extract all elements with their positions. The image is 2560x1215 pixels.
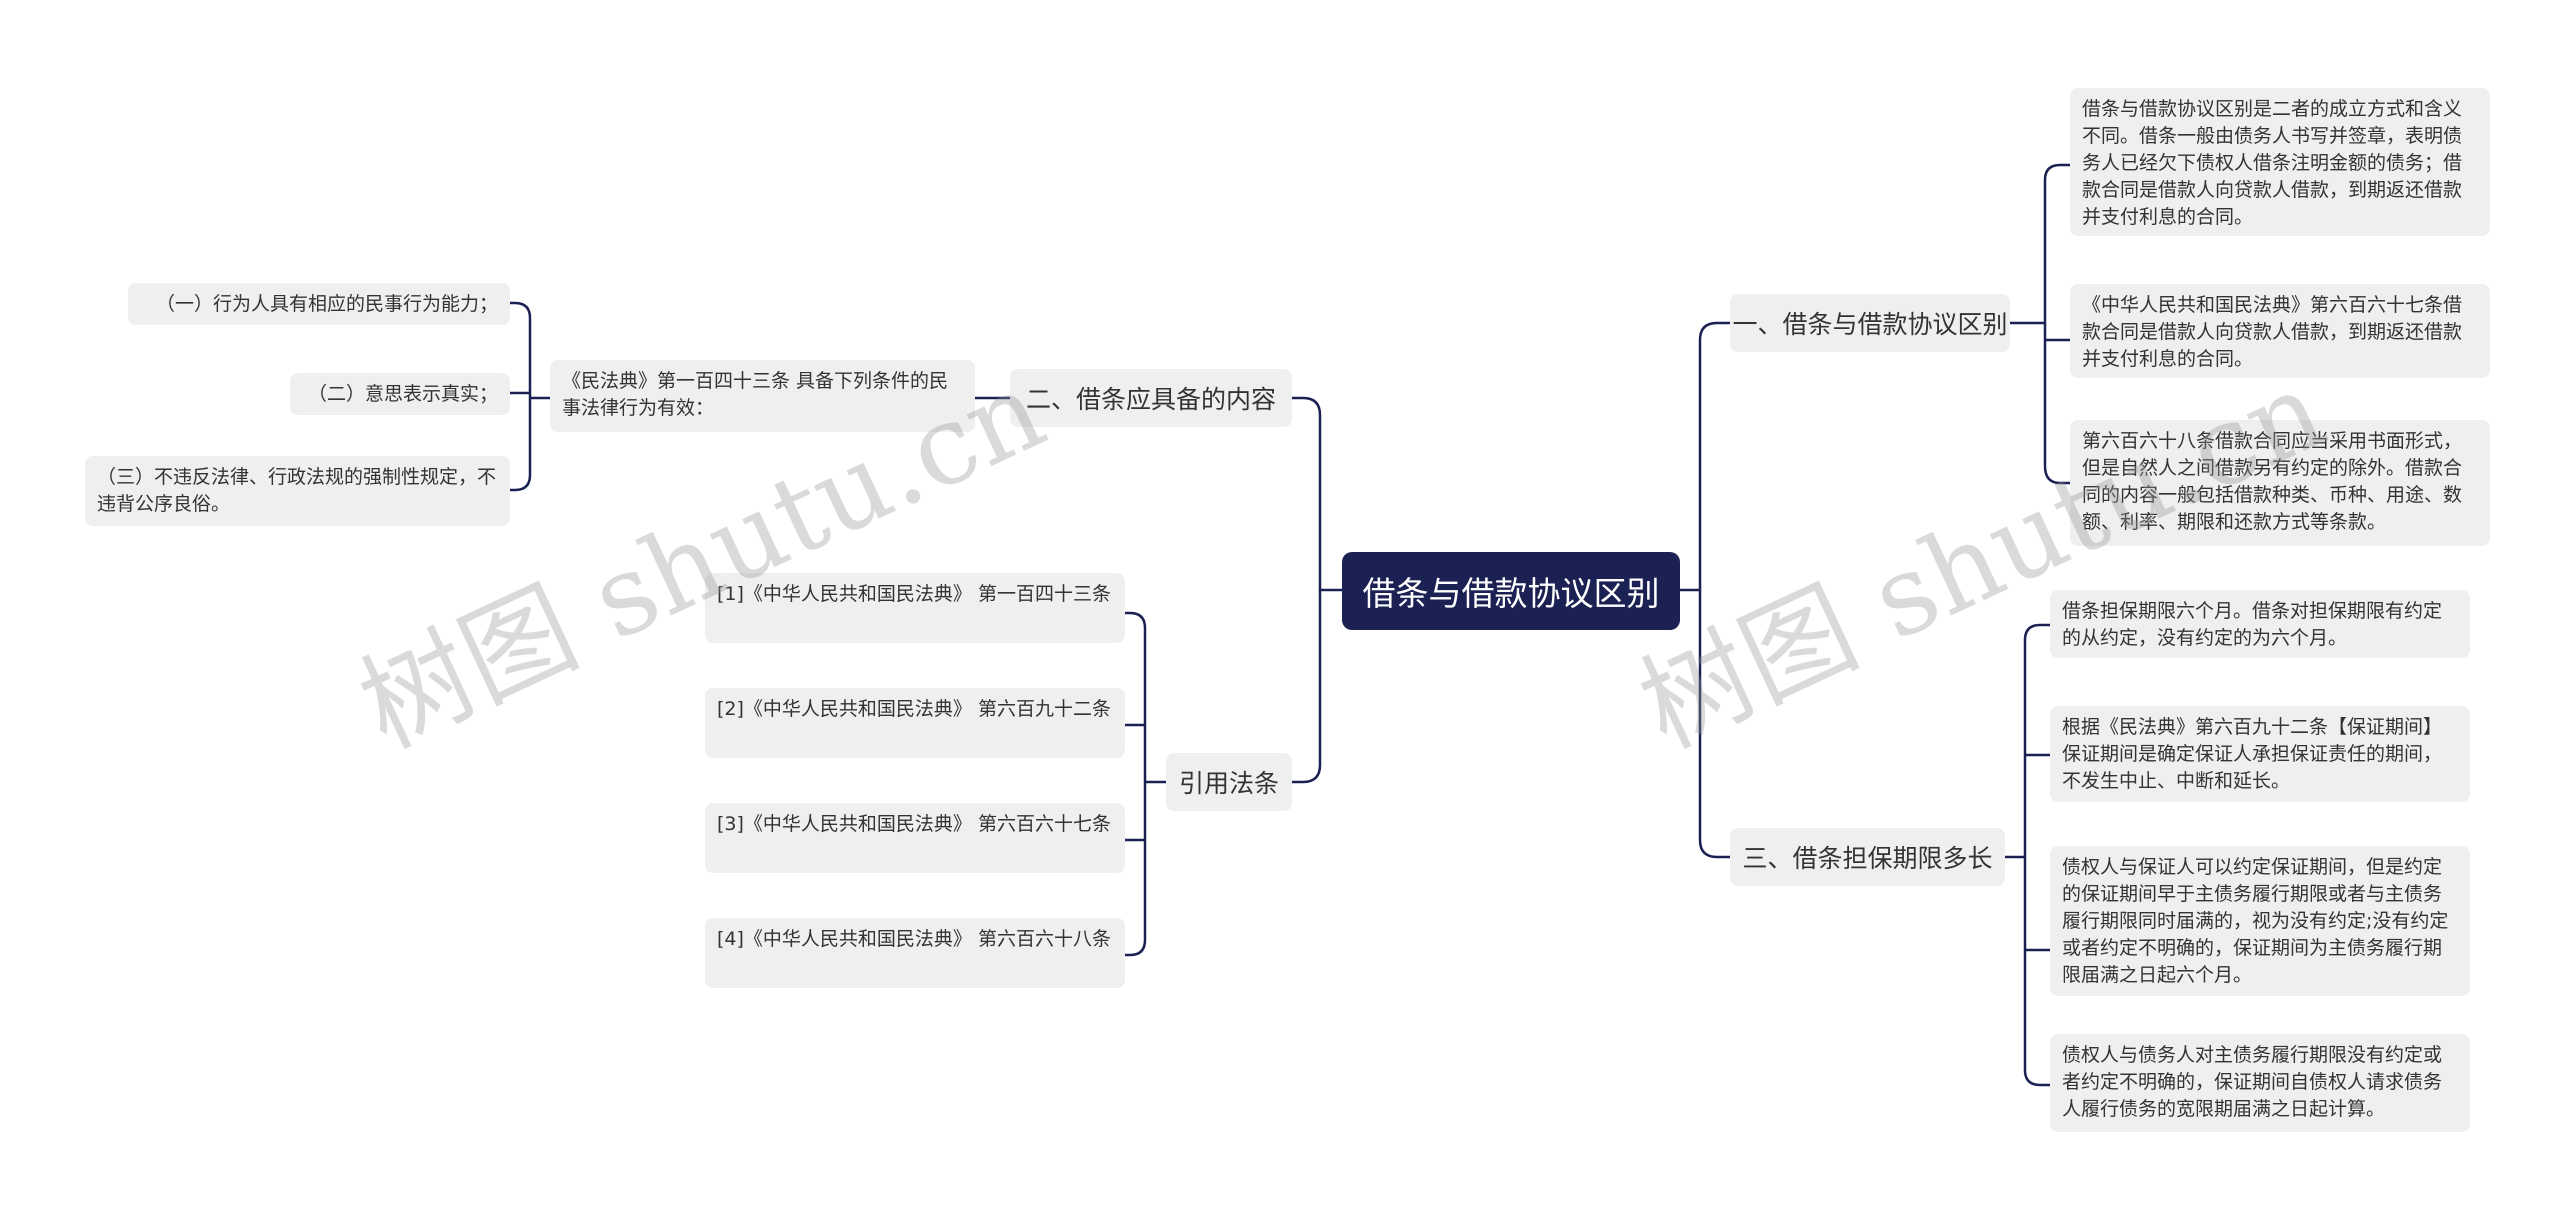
b2-sub-article-143[interactable]: 《民法典》第一百四十三条 具备下列条件的民事法律行为有效：	[550, 360, 975, 432]
b2-item-3[interactable]: （三）不违反法律、行政法规的强制性规定，不违背公序良俗。	[85, 456, 510, 526]
b1-item-2[interactable]: 《中华人民共和国民法典》第六百六十七条借款合同是借款人向贷款人借款，到期返还借款…	[2070, 284, 2490, 378]
branch-cited-laws[interactable]: 引用法条	[1166, 753, 1292, 811]
b4-item-1[interactable]: [1]《中华人民共和国民法典》 第一百四十三条	[705, 573, 1125, 643]
branch-note-contents[interactable]: 二、借条应具备的内容	[1010, 369, 1292, 427]
b3-item-2[interactable]: 根据《民法典》第六百九十二条【保证期间】保证期间是确定保证人承担保证责任的期间，…	[2050, 706, 2470, 802]
connector-b2-sub-leaves	[510, 301, 550, 492]
b4-item-4[interactable]: [4]《中华人民共和国民法典》 第六百六十八条	[705, 918, 1125, 988]
b3-item-3[interactable]: 债权人与保证人可以约定保证期间，但是约定的保证期间早于主债务履行期限或者与主债务…	[2050, 846, 2470, 996]
b4-item-2[interactable]: [2]《中华人民共和国民法典》 第六百九十二条	[705, 688, 1125, 758]
connector-b3	[2005, 623, 2050, 1087]
b2-item-2[interactable]: （二）意思表示真实；	[290, 373, 510, 415]
connector-root-b2	[1292, 396, 1342, 592]
b3-item-4[interactable]: 债权人与债务人对主债务履行期限没有约定或者约定不明确的，保证期间自债权人请求债务…	[2050, 1034, 2470, 1132]
b1-item-1[interactable]: 借条与借款协议区别是二者的成立方式和含义不同。借条一般由债务人书写并签章，表明债…	[2070, 88, 2490, 236]
connector-root-b4	[1292, 590, 1322, 784]
b4-item-3[interactable]: [3]《中华人民共和国民法典》 第六百六十七条	[705, 803, 1125, 873]
branch-guarantee-period[interactable]: 三、借条担保期限多长	[1730, 828, 2005, 886]
root-node[interactable]: 借条与借款协议区别	[1342, 552, 1680, 630]
b2-item-1[interactable]: （一）行为人具有相应的民事行为能力；	[128, 283, 510, 325]
b3-item-1[interactable]: 借条担保期限六个月。借条对担保期限有约定的从约定，没有约定的为六个月。	[2050, 590, 2470, 658]
b1-item-3[interactable]: 第六百六十八条借款合同应当采用书面形式，但是自然人之间借款另有约定的除外。借款合…	[2070, 420, 2490, 546]
branch-loan-note-vs-agreement[interactable]: 一、借条与借款协议区别	[1730, 294, 2010, 352]
connector-root-b1	[1680, 321, 1730, 592]
connector-root-b3	[1698, 590, 1730, 859]
connector-b4	[1125, 611, 1166, 957]
connector-b1	[2010, 163, 2070, 485]
